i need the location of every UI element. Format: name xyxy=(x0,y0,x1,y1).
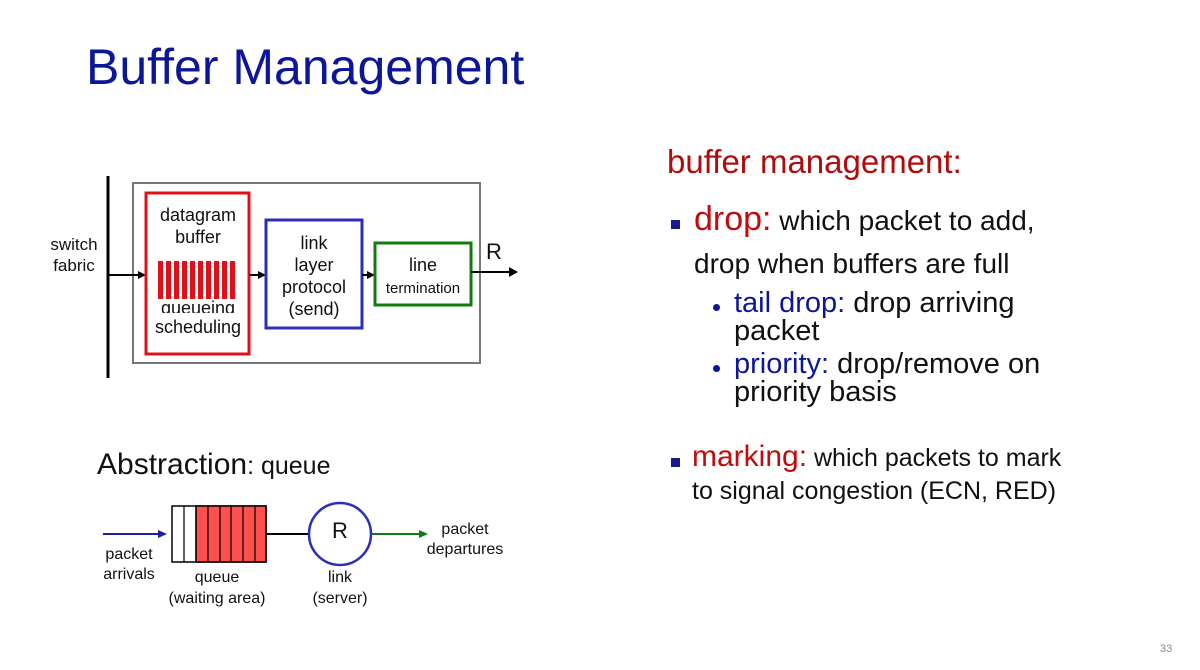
priority-bullet xyxy=(713,365,720,372)
departure-arrowhead xyxy=(419,530,428,538)
switch-fabric-label-2: fabric xyxy=(53,256,95,275)
link-server-label-1: link xyxy=(328,569,353,586)
switch-fabric-label: switch xyxy=(50,235,97,254)
packet-arrivals-label-2: arrivals xyxy=(103,566,155,583)
packet-departures-label-1: packet xyxy=(441,521,489,538)
marking-bullet xyxy=(671,458,680,467)
marking-text-1: which packets to mark xyxy=(807,444,1062,472)
packet-arrivals-label-1: packet xyxy=(105,546,153,563)
tail-drop-line-2: packet xyxy=(734,315,820,347)
line-termination-box xyxy=(373,241,473,307)
queue-graphic xyxy=(171,505,267,563)
arrowhead-2 xyxy=(258,271,266,279)
datagram-buffer-label: datagram xyxy=(160,205,236,225)
priority-line-2: priority basis xyxy=(734,376,897,408)
link-layer-label-2: layer xyxy=(294,255,333,275)
page-number: 33 xyxy=(1160,643,1173,655)
scheduling-label: scheduling xyxy=(155,317,241,337)
marking-term: marking: xyxy=(692,440,808,473)
priority-term: priority: xyxy=(734,348,830,380)
link-layer-label-4: (send) xyxy=(288,299,339,319)
tail-drop-text-1: drop arriving xyxy=(845,287,1015,319)
buffer-management-heading: buffer management: xyxy=(667,143,962,180)
priority-line-1: priority: drop/remove on xyxy=(734,348,1040,381)
drop-bullet xyxy=(671,220,680,229)
slide-title: Buffer Management xyxy=(86,39,525,95)
line-termination-label-2: termination xyxy=(386,280,460,297)
tail-drop-bullet xyxy=(713,304,720,311)
link-layer-label-3: protocol xyxy=(282,277,346,297)
drop-line-2: drop when buffers are full xyxy=(694,248,1010,279)
queue-label-2: (waiting area) xyxy=(169,590,266,607)
packet-departures-label-2: departures xyxy=(427,541,504,558)
datagram-buffer-label-2: buffer xyxy=(175,227,221,247)
link-server-label-2: (server) xyxy=(312,590,367,607)
abstraction-subtitle: : queue xyxy=(247,452,331,480)
marking-line-1: marking: which packets to mark xyxy=(692,440,1061,474)
drop-term: drop: xyxy=(694,200,772,238)
arrowhead-3 xyxy=(367,271,375,279)
drop-text-1: which packet to add, xyxy=(771,205,1035,236)
link-layer-label-1: link xyxy=(300,233,328,253)
queueing-label: queueing xyxy=(161,298,235,318)
line-termination-label-1: line xyxy=(409,255,437,275)
tail-drop-term: tail drop: xyxy=(734,287,846,319)
abstraction-heading: Abstraction: queue xyxy=(97,448,331,482)
arrowhead-4 xyxy=(509,267,518,277)
abstraction-title: Abstraction xyxy=(97,448,248,481)
arrival-arrowhead xyxy=(158,530,167,538)
tail-drop-line-1: tail drop: drop arriving xyxy=(734,287,1014,320)
marking-line-2: to signal congestion (ECN, RED) xyxy=(692,477,1057,505)
link-layer-box xyxy=(264,218,364,330)
buffer-slots xyxy=(158,261,235,299)
drop-line-1: drop: which packet to add, xyxy=(694,200,1035,239)
rate-label: R xyxy=(486,239,502,264)
server-rate-label: R xyxy=(332,518,348,543)
arrowhead-1 xyxy=(138,271,146,279)
queue-label-1: queue xyxy=(195,569,240,586)
priority-text-1: drop/remove on xyxy=(829,348,1041,380)
